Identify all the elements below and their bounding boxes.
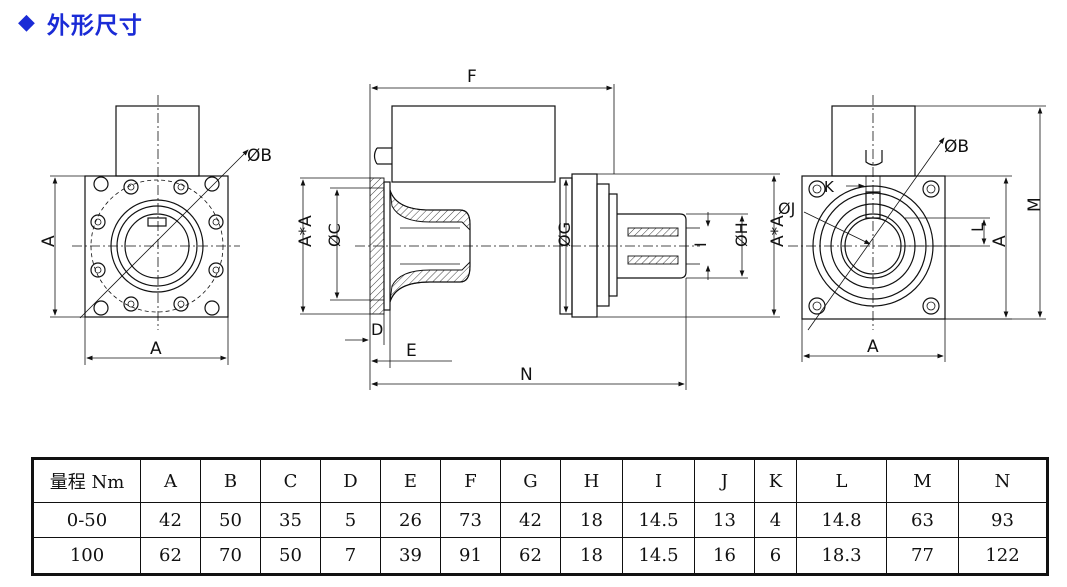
table-cell: 70	[200, 537, 261, 575]
section-title: 外形尺寸	[46, 13, 143, 39]
table-cell: 0-50	[32, 502, 141, 539]
table-cell: 18	[560, 502, 623, 539]
section-header: ◆ 外形尺寸	[18, 6, 143, 40]
phiB2-label: ØB	[944, 137, 969, 157]
table-cell: 39	[380, 537, 441, 575]
N-label: N	[520, 365, 533, 385]
table-cell: 62	[140, 537, 201, 575]
table-cell: 6	[754, 537, 797, 575]
table-cell: 18.3	[796, 537, 887, 575]
table-cell: 122	[958, 537, 1048, 575]
phiH-label: ØH	[732, 222, 751, 247]
M-label: M	[1025, 197, 1045, 212]
phiB-label: ØB	[247, 146, 272, 166]
diamond-bullet-icon: ◆	[18, 10, 35, 35]
A-right-vertical-label: A	[990, 235, 1010, 247]
table-cell: 100	[32, 537, 141, 575]
table-row: 100 62 70 50 7 39 91 62 18 14.5 16 6 18.…	[32, 537, 1048, 575]
table-cell: 13	[694, 502, 755, 539]
table-cell: 7	[320, 537, 381, 575]
table-cell: 50	[200, 502, 261, 539]
table-cell: 16	[694, 537, 755, 575]
K-label: K	[824, 178, 835, 196]
table-cell: 42	[500, 502, 561, 539]
table-cell: 73	[440, 502, 501, 539]
header-cell: N	[958, 457, 1048, 504]
table-cell: 14.5	[622, 537, 695, 575]
header-cell: D	[320, 457, 381, 504]
AxA2-label: A*A	[768, 215, 788, 247]
table-cell: 63	[886, 502, 959, 539]
rear-view: ØB K ØJ L A M A	[778, 95, 1046, 362]
corner-screws	[808, 180, 940, 315]
phiJ-label: ØJ	[778, 199, 795, 218]
bolt-holes	[90, 176, 224, 316]
header-cell: B	[200, 457, 261, 504]
F-label: F	[467, 67, 477, 87]
header-cell: A	[140, 457, 201, 504]
header-cell: E	[380, 457, 441, 504]
header-cell: H	[560, 457, 623, 504]
table-cell: 62	[500, 537, 561, 575]
A-right-horizontal-label: A	[867, 337, 879, 357]
header-cell: C	[260, 457, 321, 504]
A-left-horizontal-label: A	[150, 339, 162, 359]
dimension-drawing: ØB A A F A*A	[39, 67, 1046, 390]
side-view: F A*A ØC D E ØG I ØH A*A N	[296, 67, 788, 390]
phiC-label: ØC	[325, 223, 344, 247]
table-header-row: 量程 Nm A B C D E F G H I J K L M N	[32, 457, 1048, 504]
E-label: E	[406, 341, 417, 361]
header-cell: F	[440, 457, 501, 504]
header-cell: L	[796, 457, 887, 504]
table-cell: 93	[958, 502, 1048, 539]
table-cell: 14.5	[622, 502, 695, 539]
D-label: D	[371, 320, 383, 339]
I-label: I	[691, 242, 710, 247]
table-cell: 5	[320, 502, 381, 539]
table-cell: 50	[260, 537, 321, 575]
table-cell: 4	[754, 502, 797, 539]
header-cell: G	[500, 457, 561, 504]
table-cell: 14.8	[796, 502, 887, 539]
table-row: 0-50 42 50 35 5 26 73 42 18 14.5 13 4 14…	[32, 502, 1048, 539]
table-cell: 42	[140, 502, 201, 539]
front-view: ØB A A	[39, 95, 272, 365]
table-cell: 77	[886, 537, 959, 575]
A-left-vertical-label: A	[39, 235, 59, 247]
header-cell: 量程 Nm	[32, 457, 141, 504]
L-label: L	[968, 223, 987, 232]
header-cell: I	[622, 457, 695, 504]
dimension-table: 量程 Nm A B C D E F G H I J K L M N 0-50 4…	[31, 457, 1049, 576]
phiG-label: ØG	[555, 222, 574, 247]
table-cell: 26	[380, 502, 441, 539]
header-cell: K	[754, 457, 797, 504]
header-cell: M	[886, 457, 959, 504]
table-cell: 91	[440, 537, 501, 575]
header-cell: J	[694, 457, 755, 504]
table-cell: 35	[260, 502, 321, 539]
AxA-label: A*A	[296, 215, 316, 247]
table-cell: 18	[560, 537, 623, 575]
